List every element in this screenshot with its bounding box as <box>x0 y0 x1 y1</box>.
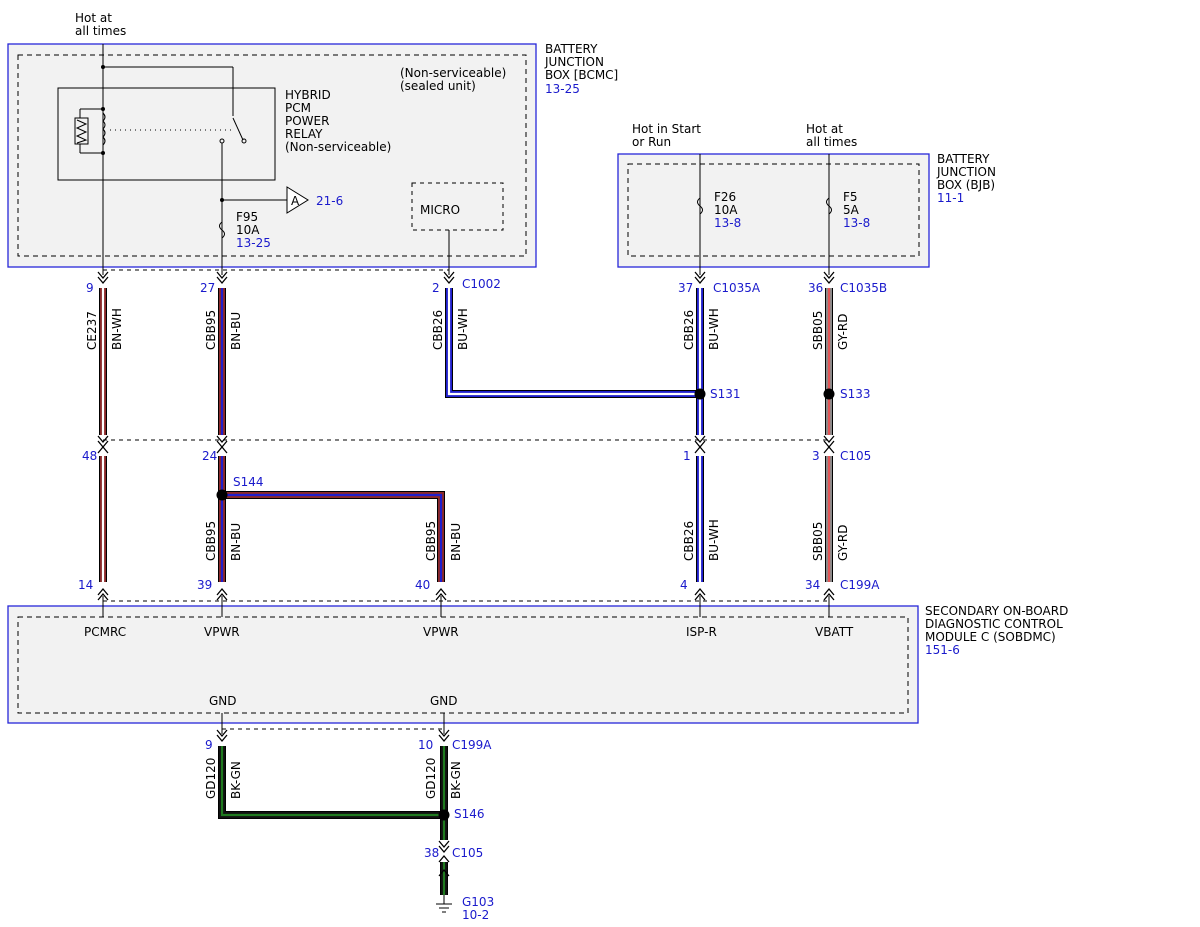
ground-name: G103 <box>462 895 494 909</box>
wire-circuit-4: CBB26 <box>682 310 696 350</box>
pin-c105-2: 24 <box>202 449 217 463</box>
bcmc-note: (Non-serviceable)(sealed unit) <box>400 66 506 93</box>
splice-s131-label: S131 <box>710 387 741 401</box>
pin-c199a-5: 34 <box>805 578 820 592</box>
sobdmc-pin-2: VPWR <box>204 625 240 639</box>
pin-gnd-1: 9 <box>205 738 213 752</box>
ground-symbol <box>436 895 452 913</box>
pin-c199a-4: 4 <box>680 578 688 592</box>
connector-c1035b: C1035B <box>840 281 887 295</box>
sobdmc-pin-1: PCMRC <box>84 625 126 639</box>
pin-c105-3: 1 <box>683 449 691 463</box>
wire-circuit-10: GD120 <box>204 758 218 799</box>
fuse-f26-ref: 13-8 <box>714 216 741 230</box>
wire-harness <box>99 288 833 895</box>
wire-circuit-7: CBB95 <box>424 521 438 561</box>
wire-color-4: BU-WH <box>707 308 721 350</box>
splice-s144 <box>216 489 228 501</box>
fuse-f26-icon <box>697 197 703 215</box>
wire-circuit-5: SBB05 <box>811 311 825 350</box>
pin-c105-1: 48 <box>82 449 97 463</box>
pin-top-1: 9 <box>86 281 94 295</box>
connector-c199a: C199A <box>840 578 880 592</box>
connector-chevrons <box>97 271 835 877</box>
wire-color-9: GY-RD <box>836 524 850 561</box>
connector-c105-gnd: C105 <box>452 846 483 860</box>
wire-color-6: BN-BU <box>229 523 243 561</box>
pin-top-3: 2 <box>432 281 440 295</box>
pin-top-5: 36 <box>808 281 823 295</box>
pin-c105-gnd: 38 <box>424 846 439 860</box>
sobdmc-ref: 151-6 <box>925 643 960 657</box>
wire-color-3: BU-WH <box>456 308 470 350</box>
sobdmc-module <box>7 605 919 724</box>
wire-circuit-1: CE237 <box>85 311 99 350</box>
fuse-f5-rating: 5A <box>843 203 860 217</box>
bcmc-module <box>7 43 537 268</box>
offpage-letter: A <box>291 194 300 208</box>
offpage-ref: 21-6 <box>316 194 343 208</box>
connector-c1002: C1002 <box>462 277 501 291</box>
pin-c199a-3: 40 <box>415 578 430 592</box>
fuse-f5-ref: 13-8 <box>843 216 870 230</box>
fuse-f95-ref: 13-25 <box>236 236 271 250</box>
connector-c105: C105 <box>840 449 871 463</box>
pin-gnd-2: 10 <box>418 738 433 752</box>
wire-color-10: BK-GN <box>229 761 243 799</box>
hybrid-pcm-power-relay <box>57 66 276 200</box>
splice-s144-label: S144 <box>233 475 264 489</box>
fuse-f5-name: F5 <box>843 190 858 204</box>
micro-box <box>411 182 504 231</box>
wire-circuit-3: CBB26 <box>431 310 445 350</box>
wire-color-8: BU-WH <box>707 519 721 561</box>
offpage-connector-a <box>286 186 309 214</box>
wire-circuit-11: GD120 <box>424 758 438 799</box>
wire-color-7: BN-BU <box>449 523 463 561</box>
fuse-f95-name: F95 <box>236 210 258 224</box>
fuse-f5-icon <box>826 197 832 215</box>
sobdmc-gnd-1: GND <box>209 694 237 708</box>
sobdmc-pin-3: VPWR <box>423 625 459 639</box>
fuse-f26-rating: 10A <box>714 203 738 217</box>
pin-top-2: 27 <box>200 281 215 295</box>
wire-color-2: BN-BU <box>229 312 243 350</box>
micro-label: MICRO <box>420 203 460 217</box>
pin-top-4: 37 <box>678 281 693 295</box>
connector-c199a-gnd: C199A <box>452 738 492 752</box>
pin-c105-4: 3 <box>812 449 820 463</box>
wire-circuit-8: CBB26 <box>682 521 696 561</box>
fuse-f95-rating: 10A <box>236 223 260 237</box>
wire-color-5: GY-RD <box>836 313 850 350</box>
wire-circuit-6: CBB95 <box>204 521 218 561</box>
sobdmc-gnd-2: GND <box>430 694 458 708</box>
wire-circuit-2: CBB95 <box>204 310 218 350</box>
fuse-f95-icon <box>219 221 225 239</box>
sobdmc-pin-4: ISP-R <box>686 625 717 639</box>
bjb-ref: 11-1 <box>937 191 964 205</box>
connector-c1035a: C1035A <box>713 281 761 295</box>
sobdmc-pin-5: VBATT <box>815 625 854 639</box>
wire-color-1: BN-WH <box>110 308 124 350</box>
wire-color-11: BK-GN <box>449 761 463 799</box>
splice-s146 <box>438 809 450 821</box>
pin-c199a-1: 14 <box>78 578 93 592</box>
splice-s146-label: S146 <box>454 807 485 821</box>
splice-s133 <box>823 388 835 400</box>
splice-s131 <box>694 388 706 400</box>
bjb-module <box>617 153 930 268</box>
bcmc-ref: 13-25 <box>545 82 580 96</box>
splice-s133-label: S133 <box>840 387 871 401</box>
pin-c199a-2: 39 <box>197 578 212 592</box>
fuse-f26-name: F26 <box>714 190 736 204</box>
wire-circuit-9: SBB05 <box>811 522 825 561</box>
ground-ref: 10-2 <box>462 908 489 922</box>
